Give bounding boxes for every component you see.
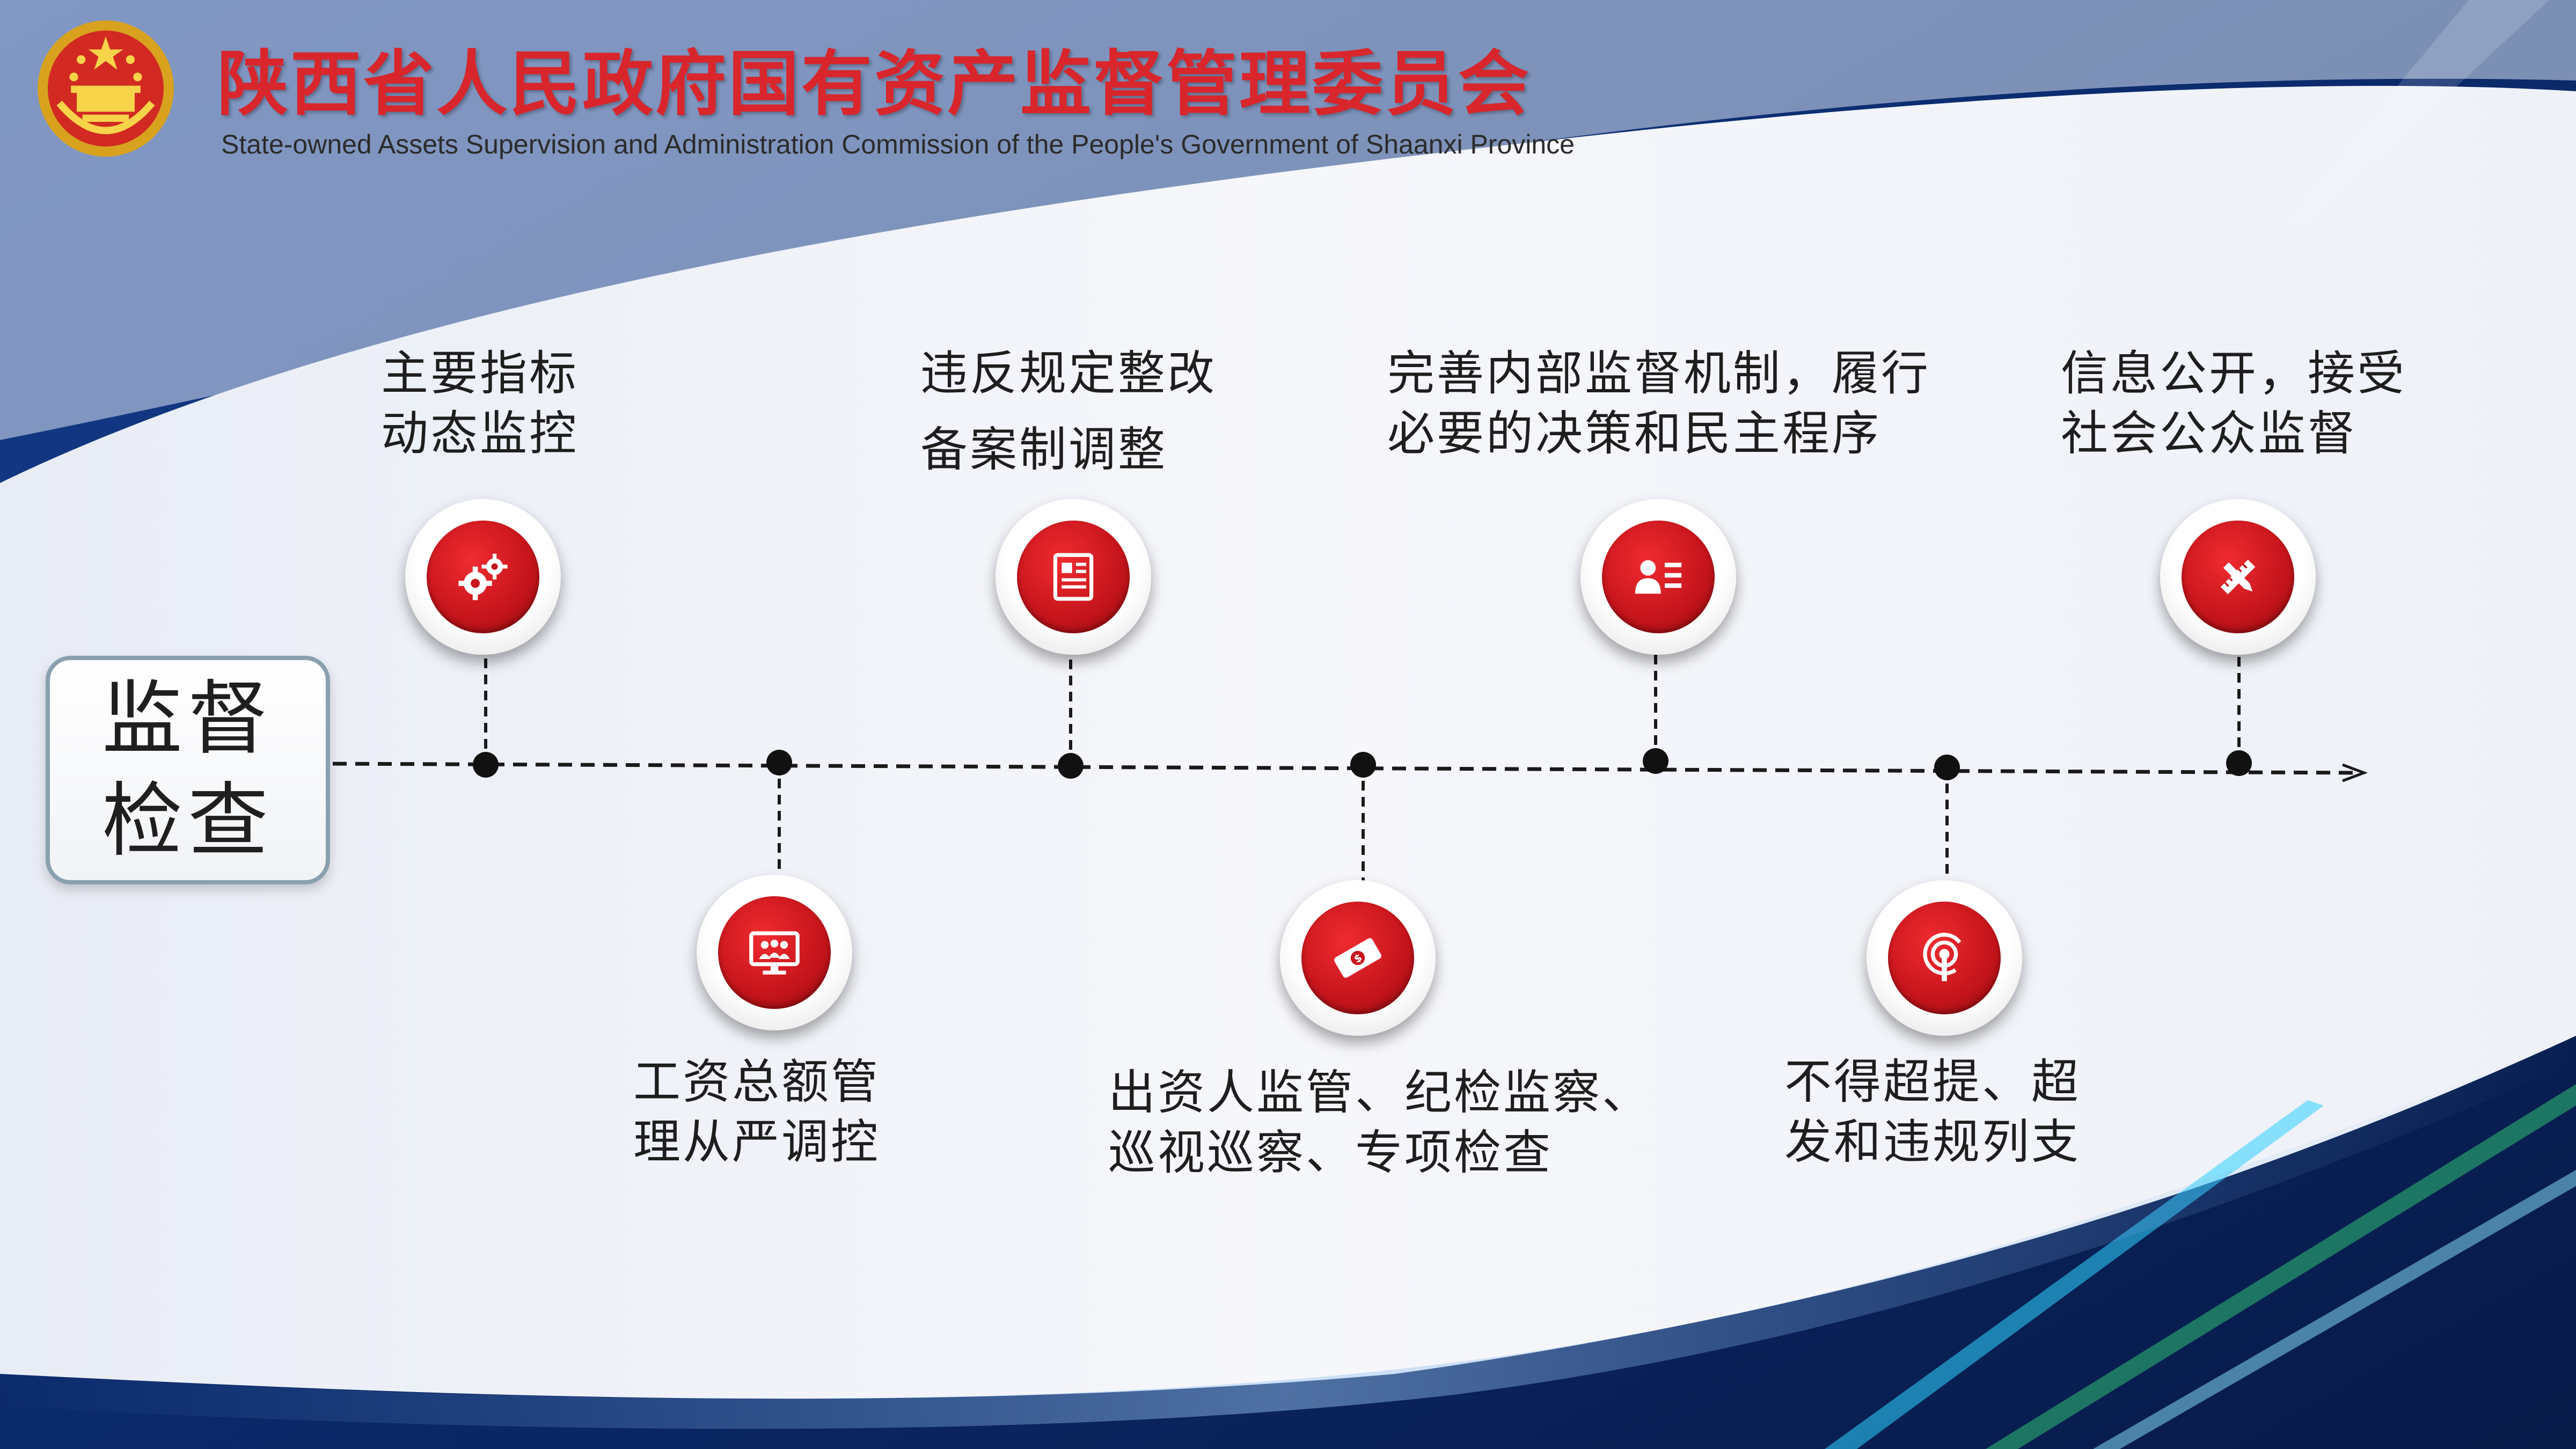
step-7-node-dot — [2226, 750, 2252, 776]
step-5-line1: 完善内部监督机制，履行 — [1387, 346, 1931, 401]
step-1-line1: 主要指标 — [381, 346, 579, 401]
start-box: 监督 检查 — [46, 656, 330, 884]
timeline-arrowhead — [2342, 763, 2368, 782]
step-1-badge — [405, 499, 561, 655]
step-3-node-dot — [1058, 753, 1084, 779]
timeline-axis — [332, 762, 2359, 775]
user-list-icon — [1635, 560, 1682, 594]
step-3-badge — [996, 499, 1151, 655]
step-5-node-dot — [1643, 748, 1668, 774]
step-6-line1: 不得超提、超 — [1784, 1054, 2081, 1109]
step-4-label: 出资人监管、纪检监察、 巡视巡察、专项检查 — [1108, 1063, 1651, 1183]
step-2-label: 工资总额管 理从严调控 — [633, 1052, 880, 1172]
money-bill-icon: $ — [1334, 938, 1381, 978]
organization-title-en: State-owned Assets Supervision and Admin… — [221, 129, 1575, 159]
step-2-badge — [697, 875, 852, 1030]
step-1-label: 主要指标 动态监控 — [381, 343, 579, 464]
pencil-ruler-icon — [2220, 559, 2256, 595]
step-7-line1: 信息公开，接受 — [2061, 346, 2407, 401]
step-4-line2: 巡视巡察、专项检查 — [1108, 1125, 1553, 1180]
step-5-line2: 必要的决策和民主程序 — [1387, 406, 1882, 461]
step-2-line2: 理从严调控 — [633, 1114, 881, 1169]
newspaper-icon — [1053, 553, 1094, 601]
step-6-badge — [1867, 880, 2022, 1036]
step-5-label: 完善内部监督机制，履行 必要的决策和民主程序 — [1387, 343, 1930, 464]
step-2-node-dot — [766, 750, 792, 775]
step-1-node-dot — [473, 752, 499, 778]
step-6-line2: 发和违规列支 — [1784, 1114, 2081, 1169]
step-4-node-dot — [1350, 752, 1376, 778]
step-3-line1: 违反规定整改 — [920, 346, 1217, 401]
step-4-line1: 出资人监管、纪检监察、 — [1108, 1065, 1652, 1120]
national-emblem-icon — [38, 20, 174, 157]
step-4-badge: $ — [1280, 880, 1436, 1036]
monitor-people-icon — [749, 931, 800, 975]
step-6-node-dot — [1934, 755, 1960, 780]
step-1-line2: 动态监控 — [381, 406, 579, 461]
step-6-label: 不得超提、超 发和违规列支 — [1784, 1052, 2081, 1172]
step-2-line1: 工资总额管 — [633, 1054, 881, 1109]
start-box-line1: 监督 — [101, 672, 274, 766]
start-box-line2: 检查 — [101, 774, 274, 868]
step-3-line2: 备案制调整 — [920, 422, 1168, 477]
organization-title-cn: 陕西省人民政府国有资产监督管理委员会 — [217, 43, 1531, 126]
step-7-line2: 社会公众监督 — [2061, 406, 2358, 461]
step-7-badge — [2160, 499, 2316, 655]
step-3-label: 违反规定整改 备案制调整 — [920, 343, 1217, 480]
step-5-badge — [1580, 499, 1736, 655]
gears-icon — [458, 553, 508, 601]
broadcast-icon — [1923, 933, 1966, 982]
step-7-label: 信息公开，接受 社会公众监督 — [2061, 343, 2406, 464]
